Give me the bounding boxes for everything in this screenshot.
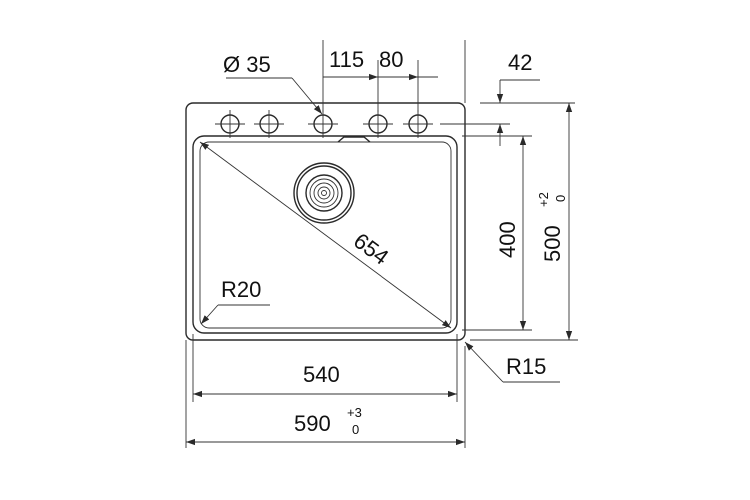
tap-spacing-1-label: 115 xyxy=(329,47,364,72)
sink-outer-rim xyxy=(185,102,466,341)
overall-width-dimension: 590 +3 0 xyxy=(185,340,466,448)
bowl-width-label: 540 xyxy=(303,362,340,387)
tap-hole-diameter-callout: Ø 35 xyxy=(223,52,323,115)
tap-hole-2 xyxy=(254,110,284,138)
sink-bowl xyxy=(192,135,458,334)
edge-offset-label: 42 xyxy=(508,50,532,75)
tap-spacing-2-label: 80 xyxy=(379,47,403,72)
bowl-depth-dimension: 400 xyxy=(462,135,532,331)
tap-holes xyxy=(215,110,433,138)
overflow-slot xyxy=(337,136,371,143)
tap-hole-1 xyxy=(215,110,245,138)
tap-hole-diameter-label: Ø 35 xyxy=(223,52,271,77)
inner-radius-callout: R20 xyxy=(200,277,270,325)
bowl-depth-label: 400 xyxy=(495,221,520,258)
inner-radius-label: R20 xyxy=(221,277,261,302)
overall-width-label: 590 xyxy=(294,411,331,436)
overall-depth-label: 500 xyxy=(540,225,565,262)
overall-width-tol-plus: +3 xyxy=(347,405,362,420)
tap-hole-3 xyxy=(308,110,338,138)
overall-depth-tol-plus: +2 xyxy=(536,192,551,207)
outer-radius-callout: R15 xyxy=(464,341,560,383)
edge-offset-dimension: 42 xyxy=(440,50,575,146)
overall-depth-dimension: 500 +2 0 xyxy=(470,103,578,341)
outer-radius-label: R15 xyxy=(506,354,546,379)
tap-spacing-dimension: 115 80 xyxy=(322,40,438,112)
tap-hole-4 xyxy=(363,110,393,138)
drain-strainer xyxy=(293,162,355,224)
diagonal-label: 654 xyxy=(349,228,393,270)
bowl-width-dimension: 540 xyxy=(192,334,458,402)
overall-width-tol-minus: 0 xyxy=(352,422,359,437)
tap-hole-5 xyxy=(403,110,433,138)
overall-depth-tol-minus: 0 xyxy=(553,195,568,202)
